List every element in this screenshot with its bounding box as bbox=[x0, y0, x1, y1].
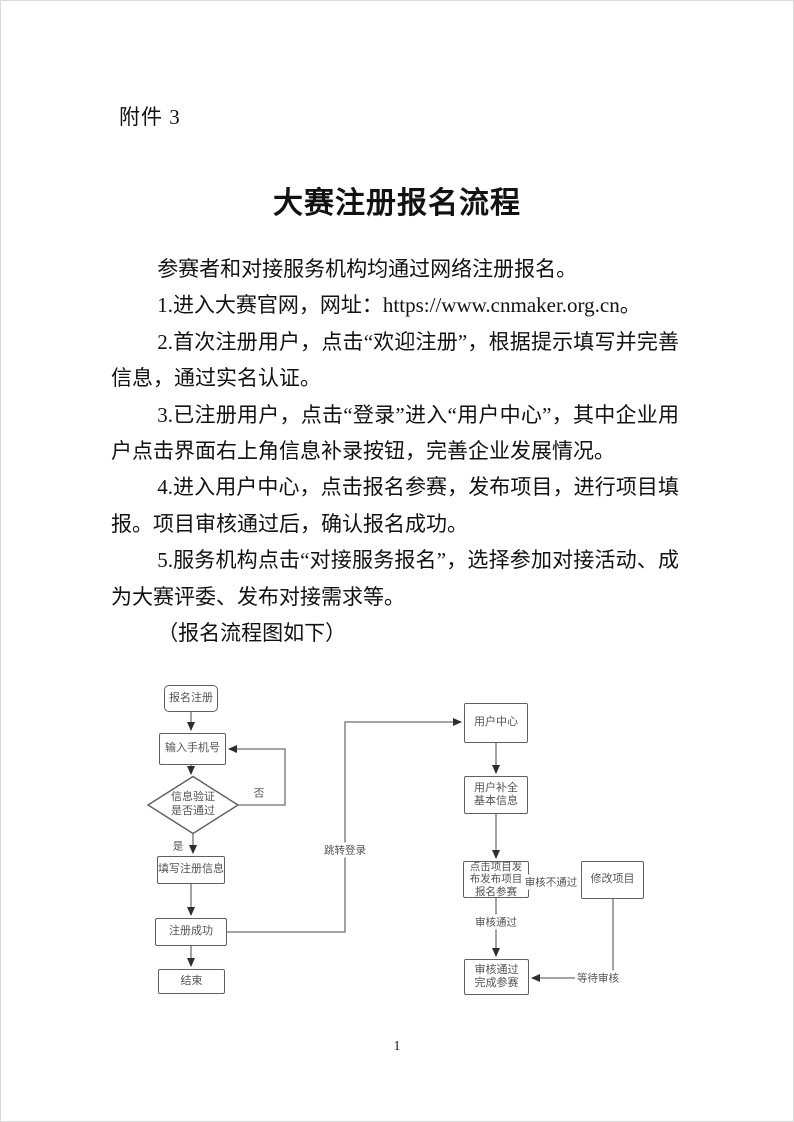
body-text: 参赛者和对接服务机构均通过网络注册报名。 1.进入大赛官网，网址：https:/… bbox=[111, 251, 679, 651]
edge-label-yes: 是 bbox=[170, 838, 186, 854]
node-modify-project: 修改项目 bbox=[581, 861, 644, 899]
paragraph-step3: 3.已注册用户，点击“登录”进入“用户中心”，其中企业用户点击界面右上角信息补录… bbox=[111, 402, 679, 464]
node-user-center: 用户中心 bbox=[464, 703, 528, 743]
edge-label-review-fail: 审核不通过 bbox=[522, 874, 580, 890]
page-title: 大赛注册报名流程 bbox=[273, 187, 521, 220]
paragraph-step5: 5.服务机构点击“对接服务报名”，选择参加对接活动、成为大赛评委、发布对接需求等… bbox=[111, 548, 679, 609]
node-enter-phone: 输入手机号 bbox=[159, 733, 226, 765]
edge-wait-review bbox=[531, 899, 614, 982]
edge-label-no: 否 bbox=[251, 785, 267, 801]
paragraph-intro: 参赛者和对接服务机构均通过网络注册报名。 bbox=[157, 257, 578, 281]
edge-label-wait-review: 等待审核 bbox=[575, 970, 621, 986]
paragraph-step4: 4.进入用户中心，点击报名参赛，发布项目，进行项目填报。项目审核通过后，确认报名… bbox=[111, 475, 679, 536]
attachment-label: 附件 3 bbox=[119, 105, 181, 129]
edge-label-jump-login: 跳转登录 bbox=[322, 842, 368, 858]
node-review-passed-finish: 审核通过 完成参赛 bbox=[464, 959, 529, 995]
page-number: 1 bbox=[393, 1039, 401, 1054]
edge-jump-login bbox=[227, 718, 462, 933]
node-register-success: 注册成功 bbox=[155, 918, 227, 946]
node-click-publish-project: 点击项目发 布发布项目 报名参赛 bbox=[463, 861, 529, 898]
edge-no-loop bbox=[228, 745, 286, 806]
node-fill-registration-info: 填写注册信息 bbox=[157, 856, 225, 884]
paragraph-step2: 2.首次注册用户，点击“欢迎注册”，根据提示填写并完善信息，通过实名认证。 bbox=[111, 329, 679, 391]
node-end: 结束 bbox=[158, 969, 225, 994]
paragraph-caption: （报名流程图如下） bbox=[157, 621, 347, 646]
node-start-register: 报名注册 bbox=[164, 685, 218, 712]
paragraph-step1: 1.进入大赛官网，网址：https://www.cnmaker.org.cn。 bbox=[157, 293, 641, 318]
node-verify-decision: 信息验证 是否通过 bbox=[171, 791, 215, 817]
edge-label-review-pass: 审核通过 bbox=[473, 914, 519, 930]
node-complete-basic-info: 用户补全 基本信息 bbox=[464, 776, 528, 814]
